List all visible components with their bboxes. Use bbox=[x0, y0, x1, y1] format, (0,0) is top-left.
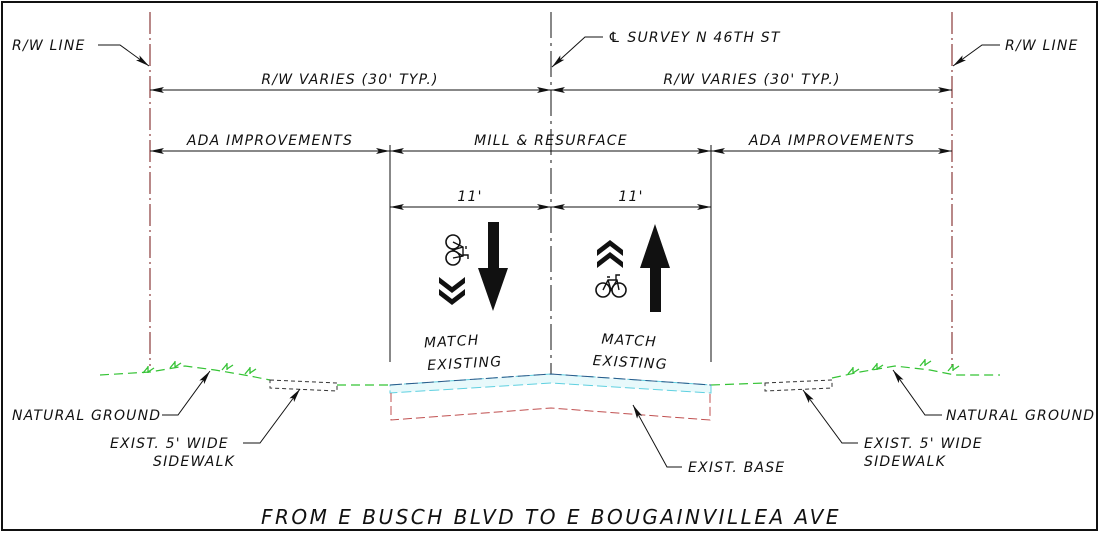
natural-ground-label-right: NATURAL GROUND bbox=[946, 408, 1095, 424]
centerline-leader bbox=[551, 36, 603, 68]
exist-base-label: EXIST. BASE bbox=[688, 460, 785, 476]
natural-ground-left bbox=[99, 365, 390, 386]
grass-symbols bbox=[142, 359, 960, 375]
pavement-overlay bbox=[389, 373, 712, 394]
centerline-label: ℄ SURVEY N 46TH ST bbox=[608, 30, 781, 46]
section-title: FROM E BUSCH BLVD TO E BOUGAINVILLEA AVE bbox=[261, 505, 841, 529]
match-existing-left-2: EXISTING bbox=[427, 354, 503, 374]
natural-ground-label-left: NATURAL GROUND bbox=[12, 408, 161, 424]
lane-width-right: 11' bbox=[618, 189, 643, 205]
natural-ground-right bbox=[710, 365, 1000, 386]
rw-leader-right bbox=[952, 44, 1000, 67]
rw-leader-left bbox=[98, 44, 150, 67]
arrow-down-icon bbox=[478, 222, 508, 311]
sidewalk-leader-left bbox=[243, 388, 301, 444]
sidewalk-leader-right bbox=[802, 389, 858, 444]
match-existing-right-2: EXISTING bbox=[592, 353, 668, 373]
sidewalk-label-right-1: EXIST. 5' WIDE bbox=[864, 436, 983, 452]
mill-resurface-label: MILL & RESURFACE bbox=[474, 133, 628, 149]
pavement-surface bbox=[389, 373, 712, 386]
rw-line-label-left: R/W LINE bbox=[12, 38, 86, 54]
lane-width-left: 11' bbox=[457, 189, 482, 205]
rw-varies-left: R/W VARIES (30' TYP.) bbox=[261, 72, 438, 88]
natural-ground-leader-right bbox=[892, 369, 942, 416]
sidewalk-label-right-2: SIDEWALK bbox=[864, 454, 947, 470]
rw-varies-right: R/W VARIES (30' TYP.) bbox=[663, 72, 840, 88]
arrow-up-icon bbox=[640, 224, 670, 312]
exist-base-leader bbox=[632, 404, 682, 468]
sidewalk-label-left-2: SIDEWALK bbox=[153, 454, 236, 470]
natural-ground-leader-left bbox=[162, 370, 211, 416]
ada-improvements-left: ADA IMPROVEMENTS bbox=[186, 133, 353, 149]
match-existing-left-1: MATCH bbox=[424, 333, 480, 352]
sidewalk-left bbox=[269, 379, 338, 392]
ada-improvements-right: ADA IMPROVEMENTS bbox=[748, 133, 915, 149]
sidewalk-right bbox=[764, 379, 833, 392]
existing-base bbox=[390, 393, 711, 421]
rw-line-label-right: R/W LINE bbox=[1005, 38, 1079, 54]
sharrow-up-icon bbox=[595, 240, 627, 298]
match-existing-right-1: MATCH bbox=[601, 332, 657, 351]
sharrow-down-icon bbox=[439, 234, 469, 305]
sidewalk-label-left-1: EXIST. 5' WIDE bbox=[110, 436, 229, 452]
